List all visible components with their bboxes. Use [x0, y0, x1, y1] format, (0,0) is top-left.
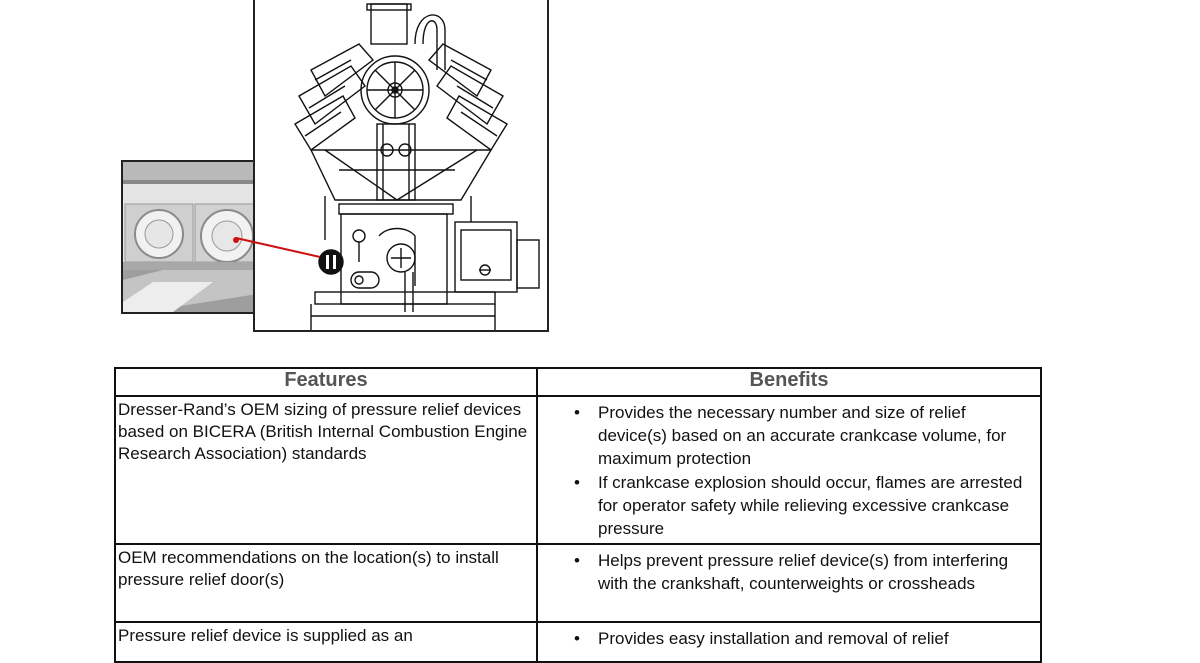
relief-door-photo	[121, 160, 285, 314]
table-row: OEM recommendations on the location(s) t…	[114, 543, 1042, 623]
table-row: Pressure relief device is supplied as an…	[114, 621, 1042, 663]
feature-cell: Dresser-Rand’s OEM sizing of pressure re…	[114, 395, 538, 545]
feature-cell: OEM recommendations on the location(s) t…	[114, 543, 538, 623]
relief-door-photo-icon	[123, 162, 283, 312]
table-row: Dresser-Rand’s OEM sizing of pressure re…	[114, 395, 1042, 545]
benefit-item: Provides easy installation and removal o…	[574, 627, 1032, 650]
benefit-item: Provides the necessary number and size o…	[574, 401, 1032, 470]
feature-cell: Pressure relief device is supplied as an	[114, 621, 538, 663]
benefits-cell: Helps prevent pressure relief device(s) …	[536, 543, 1042, 623]
benefits-cell: Provides the necessary number and size o…	[536, 395, 1042, 545]
benefit-item: Helps prevent pressure relief device(s) …	[574, 549, 1032, 595]
engine-cross-section-drawing	[253, 0, 549, 332]
table-header-row: Features Benefits	[114, 367, 1042, 397]
benefit-item: If crankcase explosion should occur, fla…	[574, 471, 1032, 540]
benefits-cell: Provides easy installation and removal o…	[536, 621, 1042, 663]
benefits-header: Benefits	[536, 367, 1042, 397]
features-benefits-table: Features Benefits Dresser-Rand’s OEM siz…	[114, 367, 1042, 663]
engine-cross-section-icon	[294, 3, 540, 330]
features-header: Features	[114, 367, 538, 397]
